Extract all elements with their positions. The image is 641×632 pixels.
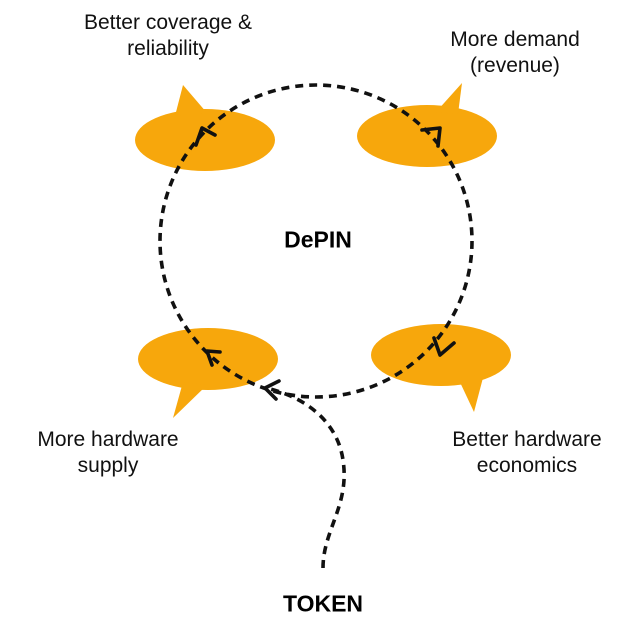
arrow-head-top-right [420,126,442,148]
node-top-left-line2: reliability [127,37,209,60]
node-label-top-left: Better coverage & reliability [84,10,252,62]
arrow-head-bottom-right [432,336,456,357]
center-label: DePIN [284,226,352,253]
node-bottom-left-line1: More hardware [37,428,179,451]
node-bottom-right-line1: Better hardware [452,428,602,451]
token-feed-path [265,386,346,569]
node-label-bottom-right: Better hardware economics [452,427,601,479]
node-bottom-left-line2: supply [77,454,139,477]
arrow-head-bottom-left [205,349,222,367]
bubble-top-left [135,85,275,171]
node-label-top-right: More demand (revenue) [450,27,580,79]
token-label: TOKEN [282,590,364,617]
bubble-top-right [357,83,497,167]
node-top-right-line1: More demand [450,28,580,51]
node-bottom-right-line2: economics [476,454,578,477]
arrow-head-top-left [194,126,217,147]
arrow-head-token [263,379,281,401]
cycle-loop [158,83,474,399]
node-label-bottom-left: More hardware supply [37,427,178,479]
node-top-right-line2: (revenue) [470,54,560,77]
node-top-left-line1: Better coverage & [83,11,253,34]
bubble-bottom-left [138,328,278,418]
